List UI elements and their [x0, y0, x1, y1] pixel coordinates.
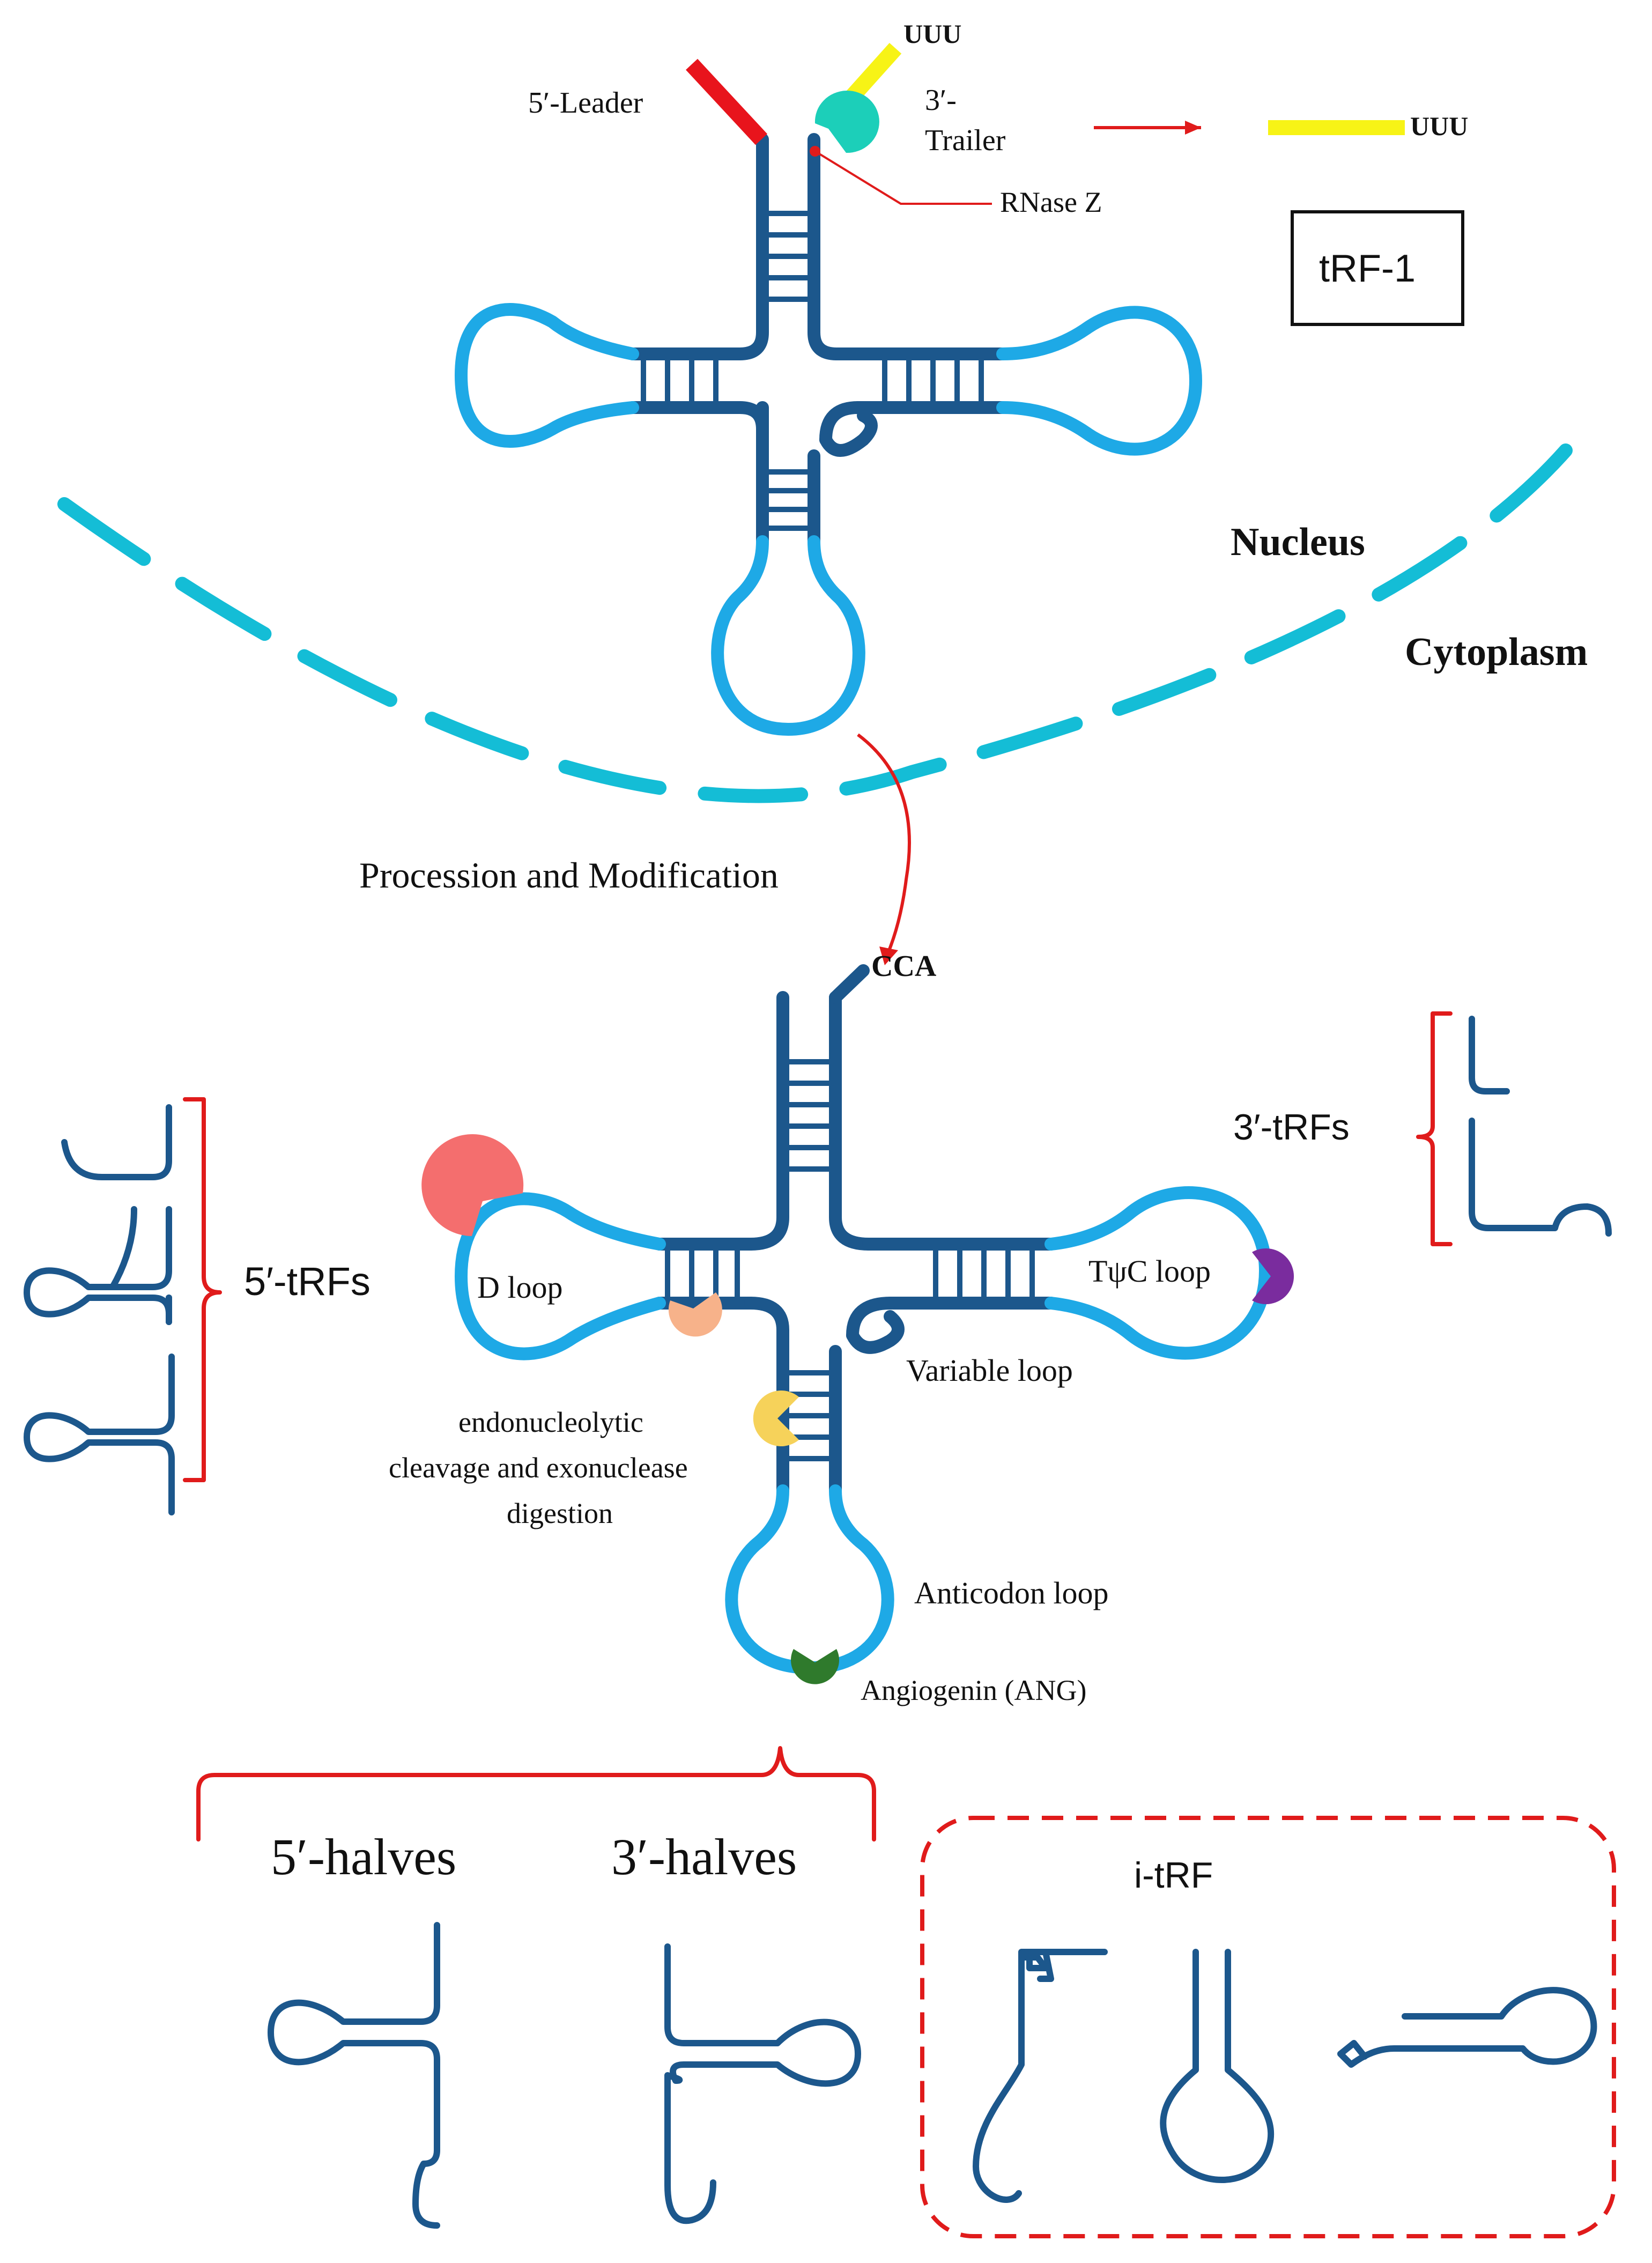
halves-fragments	[196, 1746, 876, 2229]
enzyme-salmon-icon	[421, 1134, 524, 1236]
trf1-label: tRF-1	[1319, 247, 1416, 290]
enzymes	[421, 1134, 1294, 1684]
rnase-z-pointer-line	[814, 150, 992, 205]
trailer-label-line2: Trailer	[925, 124, 1006, 157]
mature-trna	[455, 964, 1272, 1674]
three-trfs-label: 3′-tRFs	[1233, 1107, 1350, 1148]
enzyme-yellow-icon	[753, 1391, 799, 1446]
cca-label: CCA	[871, 950, 937, 983]
cleavage-label-line3: digestion	[507, 1497, 613, 1529]
trailer-label-line1: 3′-	[925, 84, 957, 117]
variable-loop-label: Variable loop	[906, 1353, 1073, 1388]
trf1-box	[1291, 210, 1464, 326]
uuu-top-label: UUU	[903, 19, 961, 49]
three-halves-label: 3′-halves	[611, 1828, 797, 1885]
five-trfs-label: 5′-tRFs	[244, 1259, 371, 1304]
enzyme-purple-icon	[1252, 1248, 1294, 1304]
cleavage-label-line2: cleavage and exonuclease	[389, 1452, 688, 1484]
angiogenin-enzyme-icon	[791, 1649, 839, 1684]
five-halves-label: 5′-halves	[271, 1828, 456, 1885]
itrf-label: i-tRF	[1134, 1855, 1213, 1896]
precursor-trna	[455, 133, 1202, 736]
d-loop-label: D loop	[477, 1270, 563, 1305]
enzyme-peach-icon	[668, 1292, 722, 1337]
leader-trailer-group	[686, 42, 1464, 326]
cytoplasm-label: Cytoplasm	[1405, 630, 1588, 674]
procession-label: Procession and Modification	[359, 855, 779, 896]
five-leader-strand	[686, 58, 767, 145]
rnase-z-label: RNase Z	[1000, 186, 1102, 218]
nuclear-membrane	[57, 443, 1573, 803]
leader-label: 5′-Leader	[528, 86, 643, 120]
anticodon-loop-label: Anticodon loop	[914, 1576, 1108, 1610]
three-trfs-fragments	[1416, 1011, 1612, 1246]
cleavage-label-line1: endonucleolytic	[458, 1406, 643, 1438]
angiogenin-label: Angiogenin (ANG)	[861, 1674, 1086, 1706]
procession-arrow	[857, 733, 911, 956]
nucleus-label: Nucleus	[1231, 520, 1365, 564]
itrf-box	[920, 1816, 1616, 2238]
tpsic-loop-label: TψC loop	[1088, 1254, 1211, 1289]
rnase-z-enzyme-icon	[814, 91, 879, 153]
uuu-right-label: UUU	[1410, 111, 1468, 141]
five-trfs-fragments	[24, 1097, 222, 1515]
